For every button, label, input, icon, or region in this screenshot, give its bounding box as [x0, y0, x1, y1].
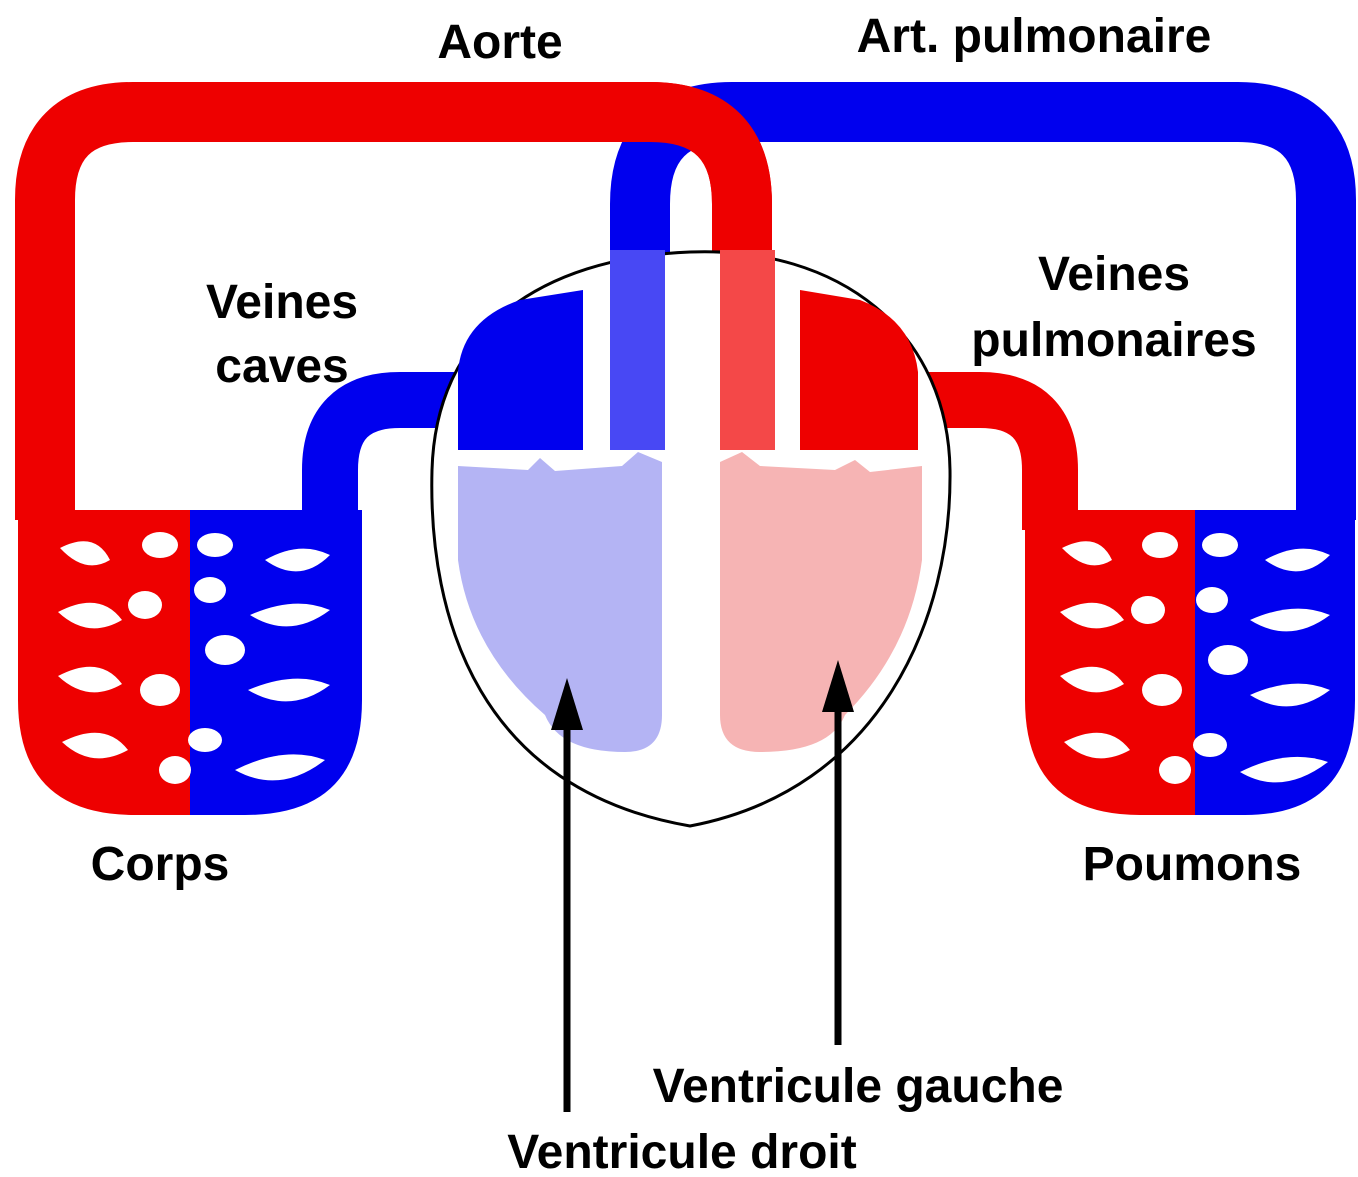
- pulmonary-artery-label: Art. pulmonaire: [857, 10, 1212, 63]
- body-capillary-bed: [18, 510, 362, 815]
- lungs-label: Poumons: [1083, 838, 1302, 891]
- pulmonary-trunk: [610, 250, 665, 450]
- left-ventricle: [720, 452, 922, 752]
- left-atrium: [800, 290, 918, 450]
- heart: [432, 250, 950, 826]
- pulmonary-veins-label-line1: Veines: [1038, 248, 1190, 301]
- body-label: Corps: [91, 838, 230, 891]
- left-ventricle-label: Ventricule gauche: [653, 1060, 1064, 1113]
- pulmonary-veins-label-line2: pulmonaires: [971, 314, 1256, 367]
- aortic-trunk: [720, 250, 775, 450]
- aorta-label: Aorte: [437, 16, 562, 69]
- vena-cava-label-line1: Veines: [206, 276, 358, 329]
- right-ventricle-label: Ventricule droit: [507, 1126, 856, 1177]
- lung-capillary-bed: [1025, 510, 1355, 815]
- vena-cava-label-line2: caves: [215, 340, 348, 393]
- right-atrium: [458, 290, 583, 450]
